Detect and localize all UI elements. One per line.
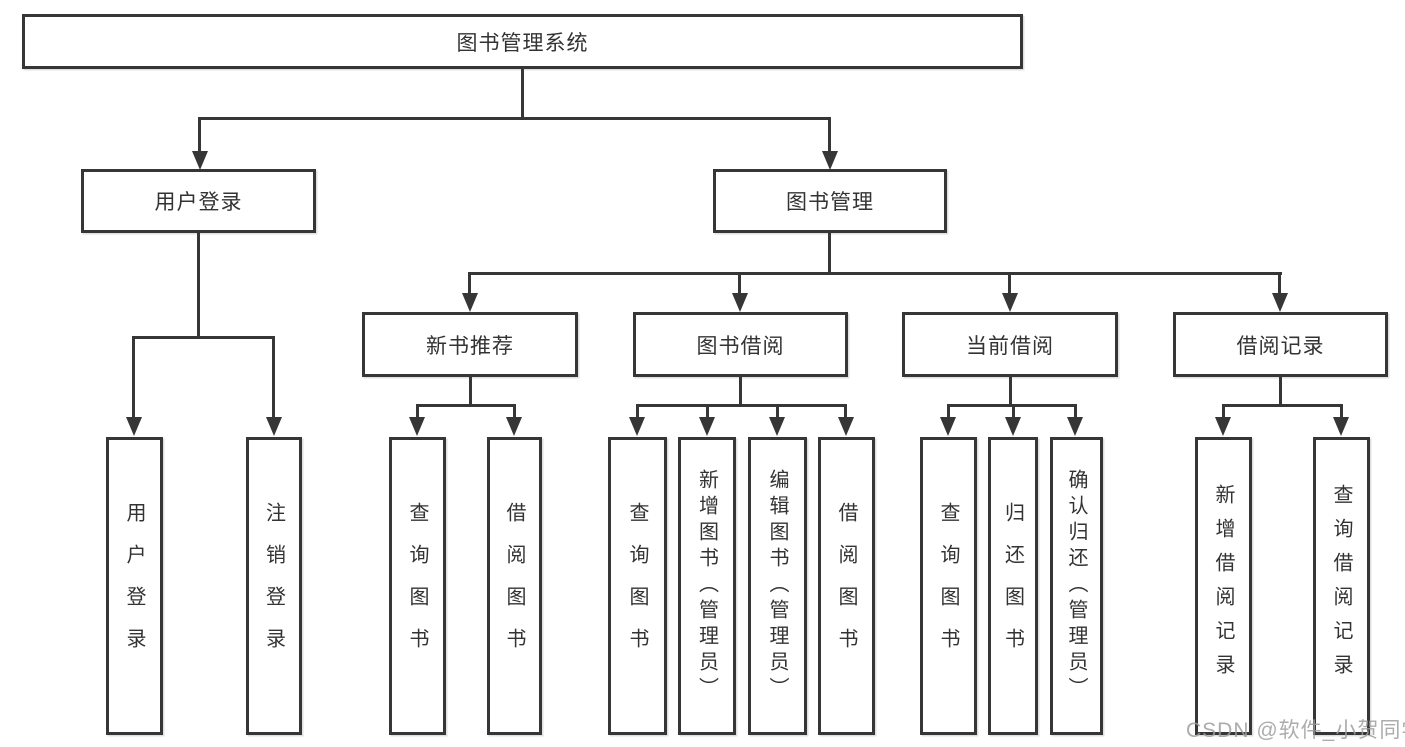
node-leaf-query-book-1: 查询图书 [389, 437, 446, 735]
connector-user-login-stem [198, 117, 201, 153]
connector-book-mgmt-trunk [828, 233, 831, 272]
connector-new-book-rec-stem [468, 272, 471, 296]
node-root-label: 图书管理系统 [456, 31, 589, 55]
connector-leaf-borrow2-stem [844, 404, 847, 418]
connector-borrow-record-stem [1278, 272, 1281, 296]
leaf-label: 查询图书 [937, 502, 959, 670]
connector-leaf-edit-book-stem [776, 404, 779, 418]
arrowhead-new-book-rec [462, 293, 478, 312]
leaf-label: 用户登录 [123, 502, 145, 670]
node-borrow-record-label: 借阅记录 [1236, 334, 1325, 358]
connector-leaf-query-record-stem [1340, 404, 1343, 418]
connector-leaf-borrow1-stem [513, 404, 516, 418]
connector-book-mgmt-stem [828, 117, 831, 153]
leaf-label: 归还图书 [1001, 502, 1024, 670]
node-leaf-add-record: 新增借阅记录 [1195, 437, 1252, 735]
node-leaf-return-book: 归还图书 [988, 437, 1038, 735]
arrowhead-leaf-query-record [1333, 417, 1349, 436]
connector-leaf-user-login-stem [132, 336, 135, 418]
node-book-mgmt: 图书管理 [713, 169, 947, 233]
node-new-book-rec-label: 新书推荐 [426, 334, 514, 358]
node-leaf-user-login: 用户登录 [106, 437, 163, 735]
node-book-borrow-label: 图书借阅 [696, 334, 785, 358]
node-leaf-add-book: 新增图书（管理员） [678, 437, 736, 735]
connector-book-borrow-stem [738, 272, 741, 296]
arrowhead-book-borrow [732, 293, 748, 312]
node-root: 图书管理系统 [22, 14, 1023, 69]
arrowhead-leaf-query1 [409, 417, 425, 436]
arrowhead-leaf-query3 [940, 417, 956, 436]
node-borrow-record: 借阅记录 [1173, 312, 1388, 377]
arrowhead-leaf-logout [266, 417, 282, 436]
arrowhead-user-login [192, 151, 208, 170]
connector-current-borrow-stem [1008, 272, 1011, 296]
connector-borrow-record-rail [1222, 404, 1342, 407]
leaf-label: 借阅图书 [503, 502, 525, 670]
arrowhead-leaf-query2 [629, 417, 645, 436]
node-leaf-edit-book: 编辑图书（管理员） [748, 437, 807, 735]
arrowhead-leaf-borrow1 [506, 417, 522, 436]
leaf-label: 新增借阅记录 [1212, 484, 1234, 688]
node-leaf-query-record: 查询借阅记录 [1313, 437, 1370, 735]
arrowhead-leaf-edit-book [769, 417, 785, 436]
node-leaf-query-book-2: 查询图书 [608, 437, 667, 735]
connector-new-book-rec-rail [416, 404, 516, 407]
arrowhead-leaf-add-record [1215, 417, 1231, 436]
node-leaf-logout: 注销登录 [246, 437, 302, 735]
leaf-label: 确认归还（管理员） [1065, 469, 1087, 703]
node-current-borrow-label: 当前借阅 [966, 334, 1054, 358]
node-book-borrow: 图书借阅 [633, 312, 848, 377]
arrowhead-leaf-borrow2 [838, 417, 854, 436]
connector-root-trunk [521, 69, 524, 117]
connector-leaf-add-record-stem [1222, 404, 1225, 418]
csdn-watermark: CSDN @软件_小贺同学 [1186, 719, 1405, 742]
connector-leaf-query3-stem [947, 404, 950, 418]
node-current-borrow: 当前借阅 [902, 312, 1118, 377]
connector-book-borrow-rail [636, 404, 847, 407]
connector-level1-rail [198, 117, 831, 120]
node-leaf-borrow-book-2: 借阅图书 [818, 437, 875, 735]
node-leaf-query-book-3: 查询图书 [920, 437, 977, 735]
connector-book-borrow-trunk [739, 377, 742, 404]
leaf-label: 查询图书 [406, 502, 428, 670]
connector-user-login-trunk [197, 233, 200, 336]
connector-current-borrow-trunk [1009, 377, 1012, 404]
leaf-label: 注销登录 [262, 502, 285, 670]
node-user-login: 用户登录 [81, 169, 316, 233]
leaf-label: 编辑图书（管理员） [766, 469, 788, 703]
arrowhead-leaf-confirm [1067, 417, 1083, 436]
arrowhead-leaf-return [1005, 417, 1021, 436]
connector-new-book-rec-trunk [469, 377, 472, 404]
node-leaf-borrow-book-1: 借阅图书 [487, 437, 542, 735]
arrowhead-book-mgmt [822, 151, 838, 170]
connector-level2-rail [469, 272, 1282, 275]
leaf-label: 借阅图书 [835, 502, 857, 670]
connector-user-login-rail [133, 336, 275, 339]
arrowhead-borrow-record [1272, 293, 1288, 312]
leaf-label: 新增图书（管理员） [695, 469, 718, 703]
node-book-mgmt-label: 图书管理 [786, 191, 874, 214]
arrowhead-leaf-add-book [699, 417, 715, 436]
connector-borrow-record-trunk [1279, 377, 1282, 404]
node-leaf-confirm-return: 确认归还（管理员） [1050, 437, 1103, 735]
connector-leaf-logout-stem [272, 336, 275, 418]
leaf-label: 查询图书 [626, 502, 648, 670]
arrowhead-leaf-user-login [126, 417, 142, 436]
leaf-label: 查询借阅记录 [1330, 484, 1352, 688]
node-new-book-rec: 新书推荐 [362, 312, 578, 377]
arrowhead-current-borrow [1002, 293, 1018, 312]
node-user-login-label: 用户登录 [154, 191, 243, 214]
connector-leaf-add-book-stem [706, 404, 709, 418]
connector-leaf-confirm-stem [1074, 404, 1077, 418]
connector-leaf-query1-stem [416, 404, 419, 418]
connector-leaf-query2-stem [636, 404, 639, 418]
connector-leaf-return-stem [1012, 404, 1015, 418]
